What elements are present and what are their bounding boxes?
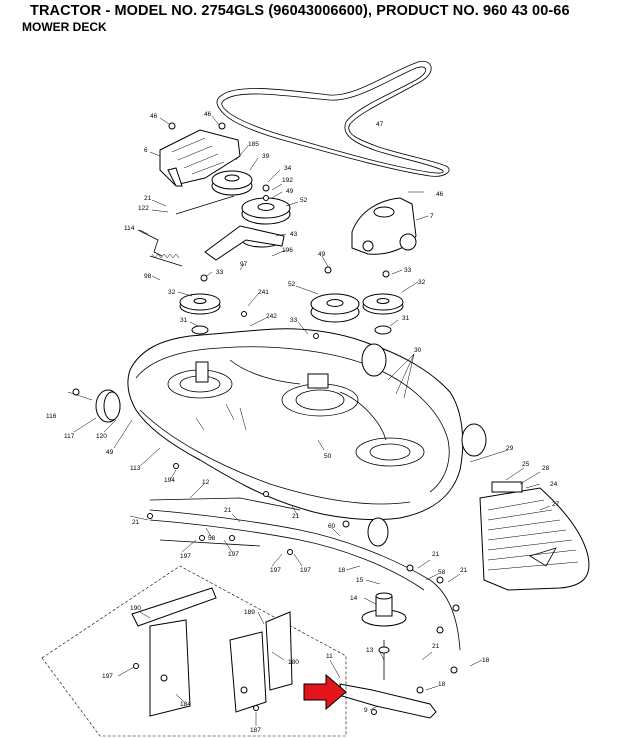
callout-117: 117 [64, 433, 75, 440]
callout-52: 52 [300, 197, 308, 204]
callout-7: 7 [430, 213, 434, 220]
callout-52: 52 [288, 281, 296, 288]
lift-linkage [149, 497, 461, 651]
callout-50: 50 [324, 453, 332, 460]
part-callouts: 46 46 6 185 39 47 34 192 49 52 46 7 21 1… [46, 111, 560, 734]
callout-241: 241 [258, 289, 269, 296]
callout-197: 197 [228, 551, 239, 558]
spindle-pulleys [179, 293, 404, 335]
callout-187: 187 [250, 727, 261, 734]
page-subtitle: MOWER DECK [22, 20, 107, 34]
callout-197: 197 [300, 567, 311, 574]
callout-24: 24 [550, 481, 558, 488]
leader-lines [67, 115, 551, 726]
page-title: TRACTOR - MODEL NO. 2754GLS (96043006600… [30, 3, 570, 19]
callout-196: 196 [282, 247, 293, 254]
inset-lift-plates [41, 565, 347, 737]
callout-25: 25 [522, 461, 530, 468]
callout-116: 116 [46, 413, 57, 420]
red-pointer-arrow [303, 673, 347, 711]
callout-12: 12 [202, 479, 210, 486]
callout-184: 184 [180, 701, 191, 708]
callout-60: 60 [328, 523, 336, 530]
callout-18: 18 [438, 681, 446, 688]
callout-47: 47 [376, 121, 384, 128]
callout-33: 33 [404, 267, 412, 274]
callout-21: 21 [432, 551, 440, 558]
callout-194: 194 [164, 477, 175, 484]
callout-21: 21 [144, 195, 152, 202]
gauge-wheels [95, 343, 487, 547]
mower-deck-housing [127, 328, 464, 521]
callout-49: 49 [286, 188, 294, 195]
callout-31: 31 [402, 315, 410, 322]
callout-21: 21 [132, 519, 140, 526]
callout-33: 33 [290, 317, 298, 324]
callout-21: 21 [224, 507, 232, 514]
callout-30: 30 [414, 347, 422, 354]
hardware-fasteners [72, 122, 460, 715]
callout-32: 32 [418, 279, 426, 286]
belt-guard-right [351, 197, 417, 255]
callout-46: 46 [436, 191, 444, 198]
callout-58: 58 [438, 569, 446, 576]
callout-13: 13 [366, 647, 374, 654]
belt-guard-left [159, 129, 241, 187]
callout-21: 21 [460, 567, 468, 574]
callout-46: 46 [204, 111, 212, 118]
callout-11: 11 [326, 653, 333, 660]
callout-43: 43 [290, 231, 298, 238]
callout-189: 189 [244, 609, 255, 616]
callout-18: 18 [482, 657, 490, 664]
callout-46: 46 [150, 113, 158, 120]
callout-39: 39 [262, 153, 270, 160]
callout-190: 190 [130, 605, 141, 612]
callout-197: 197 [180, 553, 191, 560]
callout-113: 113 [130, 465, 141, 472]
callout-31: 31 [180, 317, 188, 324]
callout-6: 6 [144, 147, 148, 154]
drive-belt [216, 60, 450, 177]
callout-192: 192 [282, 177, 293, 184]
callout-21: 21 [432, 643, 440, 650]
callout-32: 32 [168, 289, 176, 296]
callout-185: 185 [248, 141, 259, 148]
callout-28: 28 [542, 465, 550, 472]
callout-180: 180 [288, 659, 299, 666]
callout-197: 197 [270, 567, 281, 574]
callout-58: 58 [208, 535, 216, 542]
callout-29: 29 [506, 445, 514, 452]
callout-18: 18 [338, 567, 346, 574]
callout-21: 21 [292, 513, 300, 520]
lift-link-spring [137, 195, 235, 267]
callout-197: 197 [102, 673, 113, 680]
callout-33: 33 [216, 269, 224, 276]
callout-97: 97 [240, 261, 248, 268]
discharge-chute [479, 481, 590, 591]
callout-120: 120 [96, 433, 107, 440]
callout-34: 34 [284, 165, 292, 172]
idler-pulley-top [211, 170, 291, 248]
callout-122: 122 [138, 205, 149, 212]
callout-114: 114 [124, 225, 135, 232]
callout-9: 9 [364, 707, 368, 714]
callout-27: 27 [552, 501, 560, 508]
blade-spindle [339, 592, 437, 719]
callout-49: 49 [318, 251, 326, 258]
idler-arm [204, 225, 285, 261]
callout-242: 242 [266, 313, 277, 320]
callout-98: 98 [144, 273, 152, 280]
callout-49: 49 [106, 449, 114, 456]
callout-14: 14 [350, 595, 358, 602]
callout-15: 15 [356, 577, 364, 584]
